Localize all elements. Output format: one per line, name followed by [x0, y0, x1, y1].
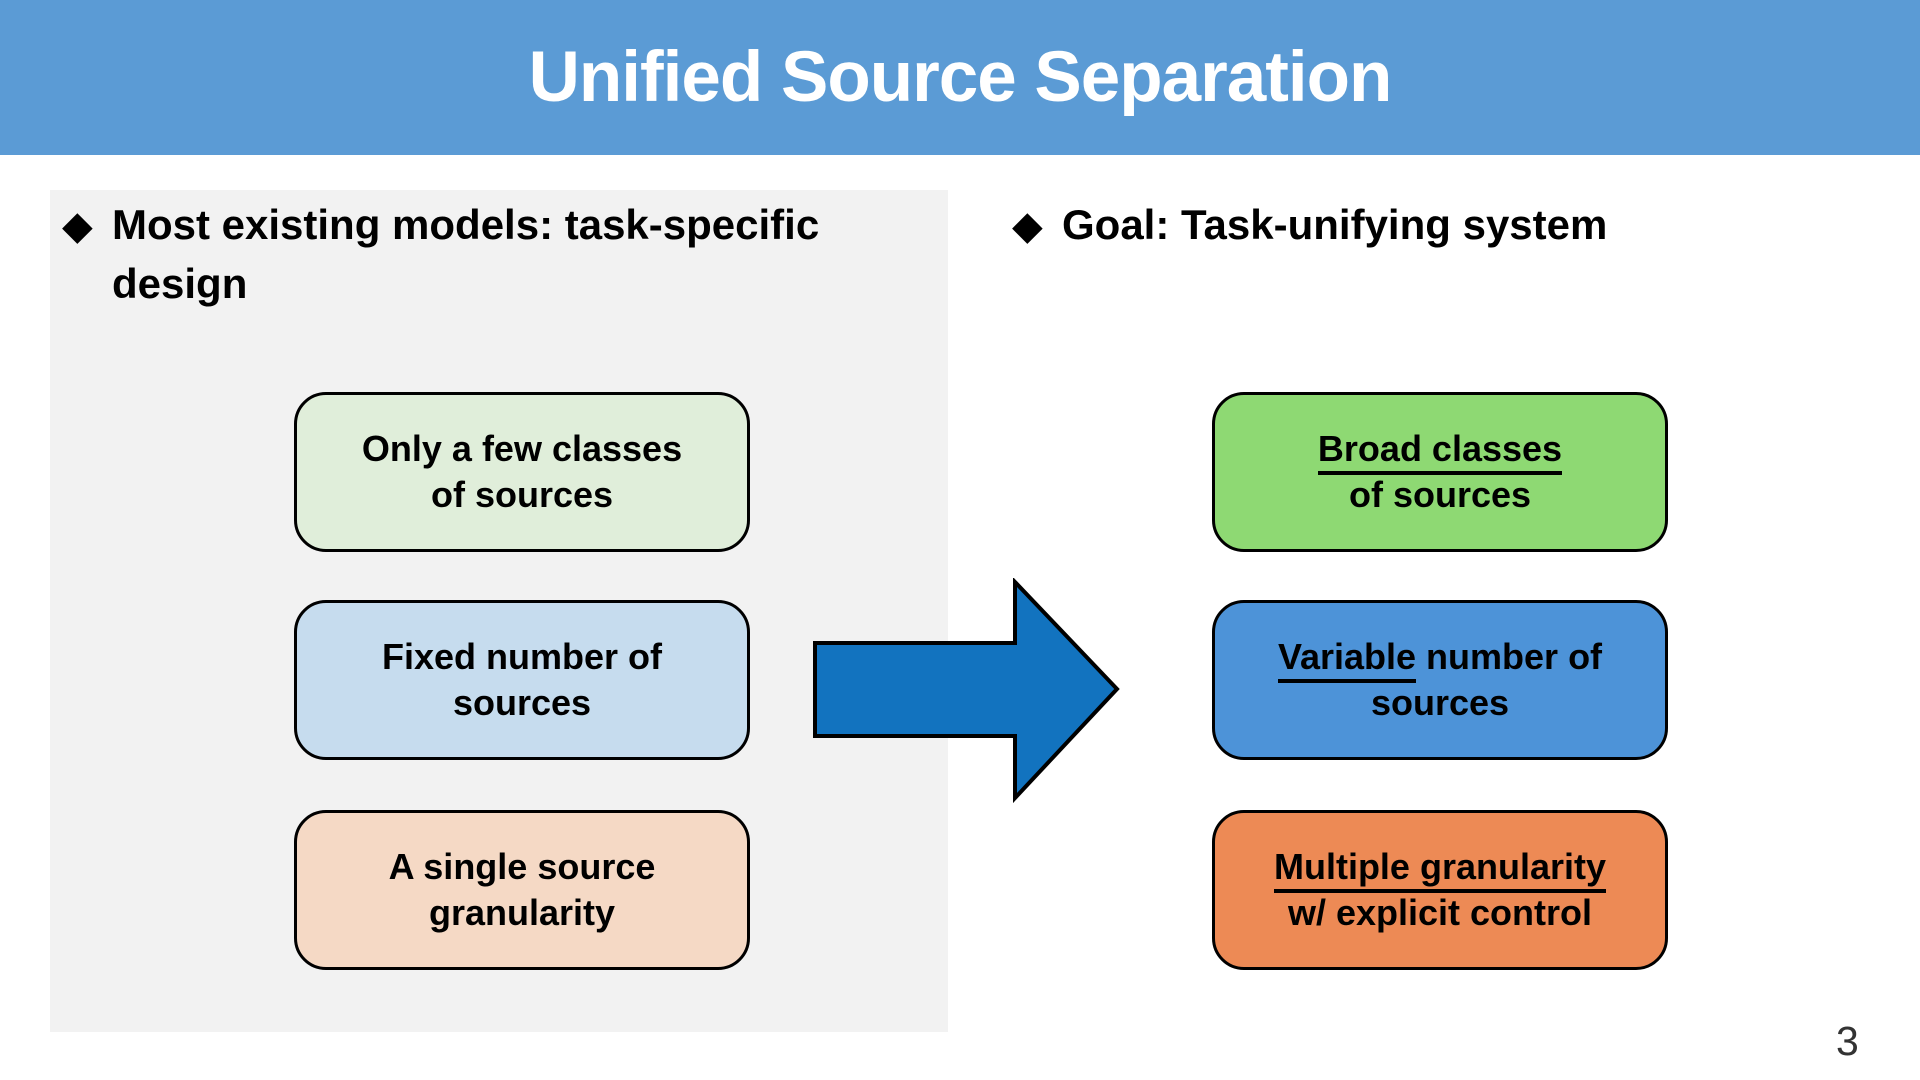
box-broad-classes: Broad classes of sources: [1212, 392, 1668, 552]
box-line: sources: [1370, 682, 1510, 723]
box-line: w/ explicit control: [1287, 892, 1593, 933]
underlined-text: Multiple granularity: [1273, 846, 1607, 893]
box-line: Multiple granularity: [1273, 844, 1607, 893]
diamond-bullet-icon: ◆: [1012, 204, 1043, 248]
box-fixed-number: Fixed number of sources: [294, 600, 750, 760]
title-banner: Unified Source Separation: [0, 0, 1920, 155]
box-line: A single source: [388, 846, 656, 887]
box-line: of sources: [430, 474, 614, 515]
underlined-text: Broad classes: [1317, 428, 1563, 475]
left-heading: ◆ Most existing models: task-specific des…: [62, 196, 952, 312]
left-heading-line2: design: [112, 260, 248, 307]
left-heading-line1-row: ◆ Most existing models: task-specific: [62, 196, 952, 255]
box-only-few-classes: Only a few classes of sources: [294, 392, 750, 552]
underlined-text: Variable: [1277, 636, 1417, 683]
box-multiple-granularity: Multiple granularity w/ explicit control: [1212, 810, 1668, 970]
box-line: Broad classes: [1317, 426, 1563, 475]
box-line: sources: [452, 682, 592, 723]
box-variable-number: Variable number of sources: [1212, 600, 1668, 760]
box-line: granularity: [428, 892, 616, 933]
box-line: Variable number of: [1277, 634, 1603, 683]
right-heading: ◆ Goal: Task-unifying system: [1012, 196, 1892, 255]
slide-title: Unified Source Separation: [528, 38, 1393, 117]
left-heading-line1: Most existing models: task-specific: [112, 201, 820, 248]
right-arrow-icon: [813, 578, 1120, 804]
page-number: 3: [1836, 1018, 1859, 1064]
box-line: Fixed number of: [381, 636, 663, 677]
right-heading-text: Goal: Task-unifying system: [1062, 201, 1608, 248]
box-line: Only a few classes: [361, 428, 683, 469]
box-line: of sources: [1348, 474, 1532, 515]
diamond-bullet-icon: ◆: [62, 204, 93, 248]
box-single-granularity: A single source granularity: [294, 810, 750, 970]
box-line-rest: number of: [1416, 636, 1603, 677]
